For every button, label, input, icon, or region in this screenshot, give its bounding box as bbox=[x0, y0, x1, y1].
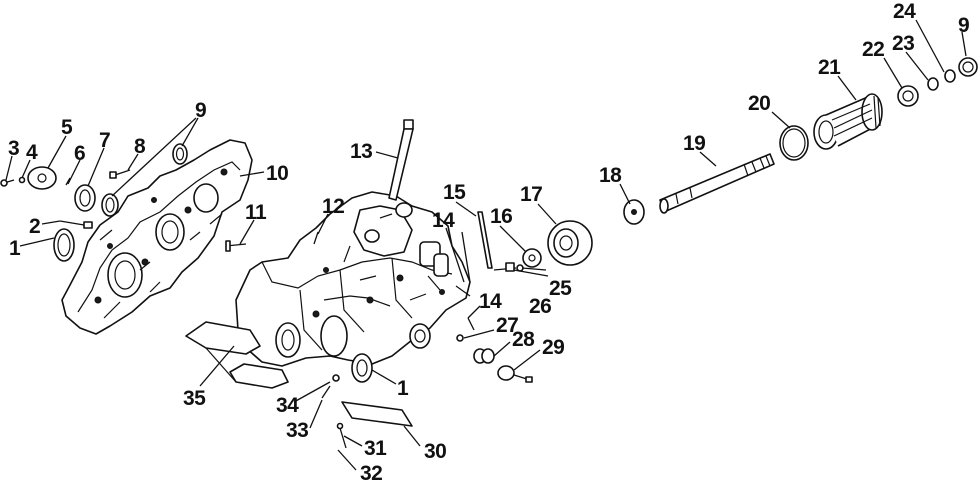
callout-28: 28 bbox=[512, 328, 535, 351]
part-22-bearing bbox=[897, 85, 919, 107]
callout-25: 25 bbox=[549, 277, 572, 300]
part-31-32-plug bbox=[336, 422, 347, 449]
callout-17: 17 bbox=[520, 183, 542, 206]
part-11-bolt bbox=[225, 240, 247, 252]
part-33-34-screw bbox=[321, 374, 340, 399]
callout-3: 3 bbox=[8, 137, 19, 160]
callout-6: 6 bbox=[74, 142, 85, 165]
callout-1-center: 1 bbox=[397, 377, 409, 400]
part-1-seal-left bbox=[53, 228, 75, 262]
callout-23: 23 bbox=[892, 32, 914, 55]
callout-26: 26 bbox=[529, 295, 551, 318]
part-27-washer bbox=[456, 334, 464, 342]
callout-19: 19 bbox=[683, 132, 705, 155]
callout-27: 27 bbox=[496, 314, 518, 337]
callout-21: 21 bbox=[818, 56, 841, 79]
callout-4: 4 bbox=[26, 141, 38, 164]
callout-34: 34 bbox=[276, 394, 299, 417]
callout-31: 31 bbox=[364, 437, 387, 460]
callout-13: 13 bbox=[350, 140, 372, 163]
part-18-washer bbox=[623, 199, 645, 225]
part-3-screw bbox=[0, 179, 15, 187]
part-8-bolt bbox=[109, 169, 131, 179]
callout-8: 8 bbox=[134, 135, 146, 158]
part-2-pin bbox=[59, 220, 93, 229]
callout-14-bottom: 14 bbox=[479, 290, 502, 313]
part-20-ring bbox=[779, 125, 809, 161]
part-35-shield bbox=[185, 321, 289, 389]
part-9-seal-right bbox=[958, 57, 978, 77]
part-12-dowel bbox=[313, 231, 319, 245]
callout-1-left: 1 bbox=[9, 237, 21, 260]
part-29-bolt bbox=[497, 365, 533, 383]
part-30-gasket bbox=[341, 401, 413, 427]
part-7-seal bbox=[74, 184, 96, 212]
part-19-shaft bbox=[659, 153, 775, 214]
part-28-sleeve bbox=[473, 348, 495, 364]
callout-18: 18 bbox=[599, 164, 622, 187]
part-9-seal-left bbox=[101, 143, 188, 217]
part-6-pin bbox=[65, 177, 71, 186]
part-13-bolt bbox=[388, 119, 414, 201]
leader-lines bbox=[5, 19, 967, 471]
part-case-main bbox=[235, 191, 471, 367]
part-14-pins bbox=[461, 231, 475, 331]
callout-22: 22 bbox=[862, 38, 884, 61]
callout-2: 2 bbox=[29, 215, 40, 238]
callout-32: 32 bbox=[360, 462, 382, 483]
part-cover-plate bbox=[61, 139, 253, 335]
callout-29: 29 bbox=[542, 336, 564, 359]
part-23-ring bbox=[927, 77, 939, 91]
callout-15: 15 bbox=[443, 181, 466, 204]
callout-16: 16 bbox=[490, 205, 512, 228]
part-16-shim bbox=[522, 248, 542, 268]
callout-30: 30 bbox=[424, 440, 446, 463]
callout-35: 35 bbox=[183, 387, 206, 410]
callout-11: 11 bbox=[245, 201, 267, 224]
callout-9-left: 9 bbox=[195, 99, 206, 122]
callout-9-right: 9 bbox=[958, 14, 969, 37]
part-1-seal-center bbox=[351, 353, 373, 383]
callout-20: 20 bbox=[748, 92, 770, 115]
part-4-washer bbox=[18, 176, 26, 184]
part-21-clutch bbox=[813, 93, 883, 150]
callout-24: 24 bbox=[893, 0, 916, 23]
callout-7: 7 bbox=[99, 129, 110, 152]
part-5-plate bbox=[27, 166, 57, 190]
callout-14-top: 14 bbox=[432, 209, 455, 232]
part-25-26-bolt bbox=[493, 262, 524, 272]
part-15-rod bbox=[477, 211, 493, 269]
callout-10: 10 bbox=[266, 162, 288, 185]
callout-12: 12 bbox=[322, 195, 344, 218]
part-17-gear bbox=[547, 220, 593, 266]
callout-33: 33 bbox=[286, 419, 308, 442]
part-24-ring bbox=[944, 69, 956, 83]
callout-5: 5 bbox=[61, 116, 73, 139]
